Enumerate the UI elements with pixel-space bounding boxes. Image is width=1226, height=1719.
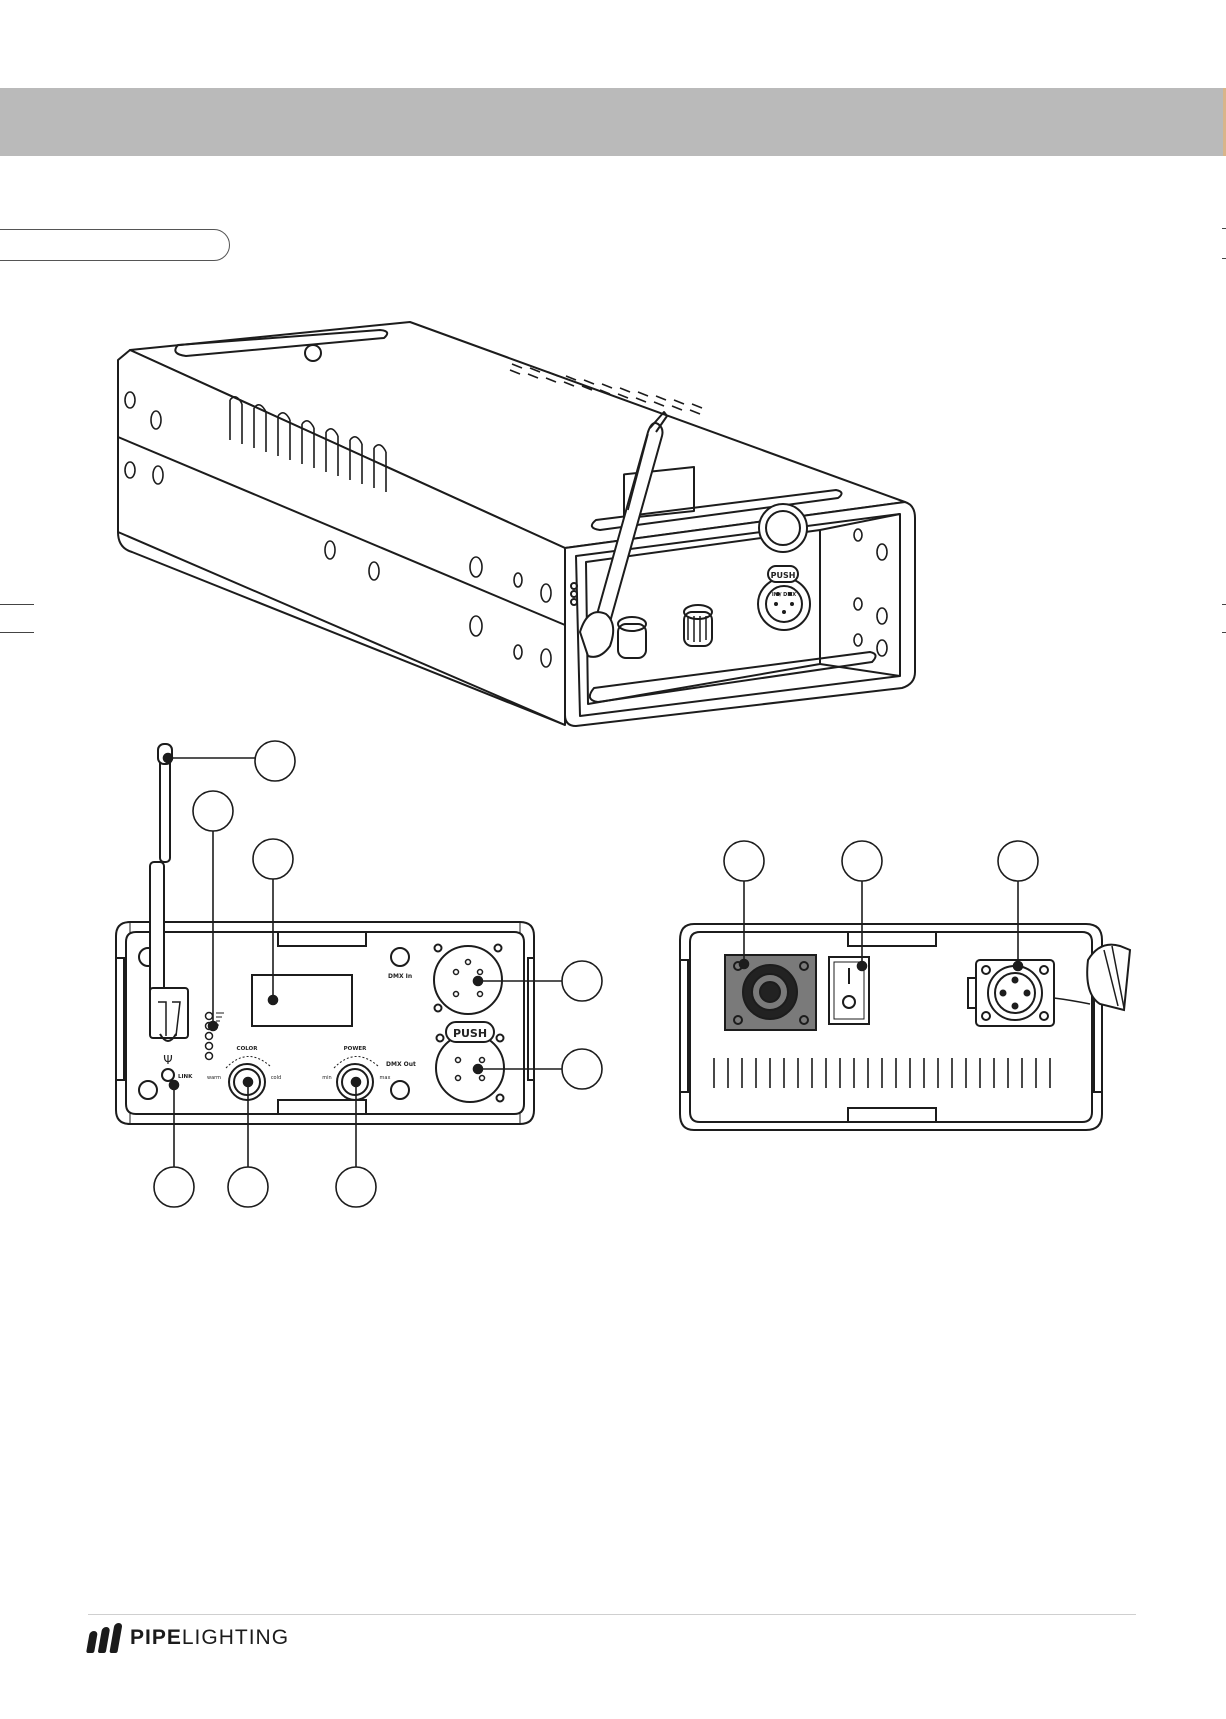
brand-wordmark: PIPELIGHTING [130, 1626, 289, 1650]
color-label: COLOR [237, 1046, 259, 1052]
rear-panel-diagram [680, 924, 1130, 1130]
brand-light: LIGHTING [182, 1626, 289, 1649]
perspective-dmx-label: IN / DMX [772, 592, 796, 598]
brand-bold: PIPE [130, 1626, 182, 1649]
color-cold-label: cold [271, 1075, 281, 1081]
color-warm-label: warm [207, 1075, 221, 1081]
front-panel-diagram: DMX In DMX Out PUSH COLOR warm cold POWE… [116, 744, 534, 1124]
power-label: POWER [344, 1046, 368, 1052]
dmx-in-label: DMX In [388, 973, 412, 980]
footer-rule [88, 1614, 1136, 1615]
perspective-fixture-illustration: PUSH IN / DMX [118, 322, 915, 726]
dmx-out-label: DMX Out [386, 1061, 416, 1068]
power-min-label: min [322, 1075, 331, 1081]
link-label: LINK [178, 1074, 193, 1080]
antenna-symbol: Ψ [163, 1053, 172, 1067]
perspective-push-label: PUSH [771, 571, 796, 580]
footer-logo: PIPELIGHTING [88, 1622, 289, 1654]
power-max-label: max [380, 1075, 391, 1081]
logo-mark-icon [88, 1623, 120, 1653]
push-label: PUSH [453, 1027, 487, 1040]
